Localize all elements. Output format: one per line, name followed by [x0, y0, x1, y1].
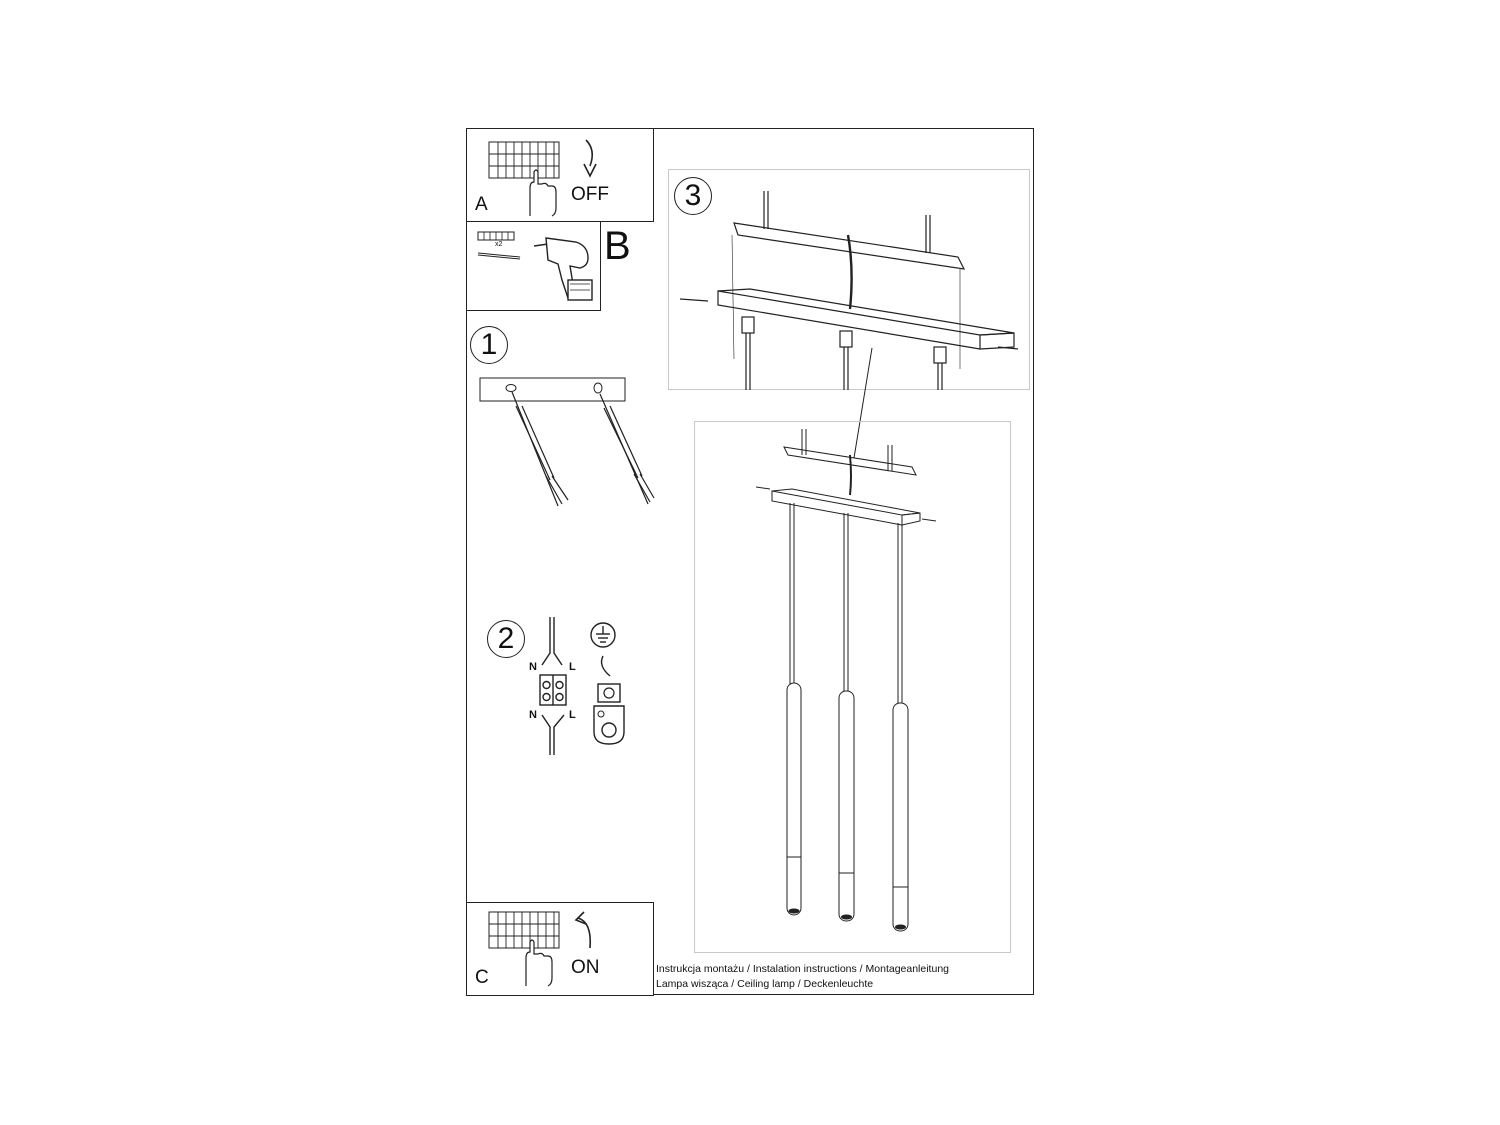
- terminal-block-icon: [539, 617, 567, 755]
- step-2-badge: 2: [487, 620, 525, 658]
- arrow-up-icon: [574, 911, 592, 949]
- earth-symbol-icon: [590, 622, 625, 745]
- pendant-lamp-figure: [755, 429, 937, 932]
- quantity-label: x2: [495, 241, 503, 248]
- wire-n-top: N: [529, 661, 537, 673]
- step-c-label: C: [475, 967, 489, 988]
- ceiling-template-figure: [479, 377, 655, 507]
- wire-n-bottom: N: [529, 709, 537, 721]
- screw-icon: [477, 252, 521, 260]
- on-label: ON: [571, 957, 600, 978]
- drill-icon: [533, 237, 593, 301]
- hand-icon: [529, 169, 557, 217]
- lamp-overview-panel: [694, 421, 1011, 953]
- canopy-assembly-figure: [679, 191, 1019, 390]
- off-label: OFF: [571, 184, 609, 205]
- instruction-sheet: [466, 128, 1034, 995]
- arrow-down-icon: [583, 139, 597, 178]
- hand-icon: [525, 939, 553, 987]
- breaker-panel-icon: [488, 141, 560, 179]
- step-1-badge: 1: [470, 326, 508, 364]
- caption-line-1: Instrukcja montażu / Instalation instruc…: [656, 963, 949, 975]
- detail-connector-line: [853, 347, 873, 459]
- wire-l-top: L: [569, 661, 576, 673]
- step-3-badge: 3: [674, 177, 712, 215]
- step-b-label: B: [604, 224, 631, 268]
- wall-plug-icon: [477, 231, 515, 241]
- caption-line-2: Lampa wisząca / Ceiling lamp / Deckenleu…: [656, 978, 874, 990]
- wire-l-bottom: L: [569, 709, 576, 721]
- step-a-label: A: [475, 194, 488, 215]
- step-3-panel: [668, 169, 1030, 390]
